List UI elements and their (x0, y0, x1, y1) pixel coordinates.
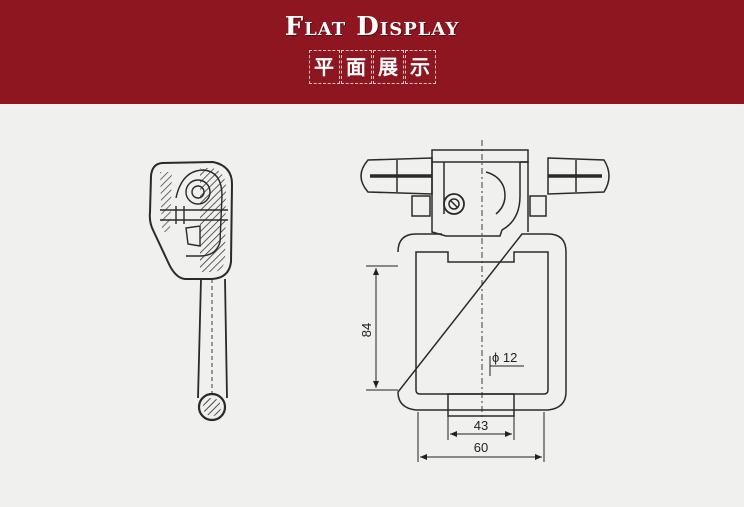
subtitle-box: 平 面 展 示 (0, 50, 744, 84)
inner-width-dimension-label: 43 (474, 418, 488, 433)
front-view (360, 140, 610, 420)
subtitle-char: 展 (372, 50, 404, 84)
page-title: Flat Display (284, 12, 460, 42)
side-view (148, 160, 234, 422)
diameter-dimension-label: ϕ 12 (492, 350, 517, 365)
outer-width-dimension-label: 60 (474, 440, 488, 455)
subtitle-char: 示 (404, 50, 436, 84)
dimension-lines (366, 265, 545, 462)
technical-drawing: 84 ϕ 12 43 60 (148, 140, 610, 462)
subtitle-char: 平 (308, 50, 340, 84)
subtitle-char: 面 (340, 50, 372, 84)
height-dimension-label: 84 (359, 323, 374, 337)
header-banner: Flat Display 平 面 展 示 (0, 0, 744, 104)
